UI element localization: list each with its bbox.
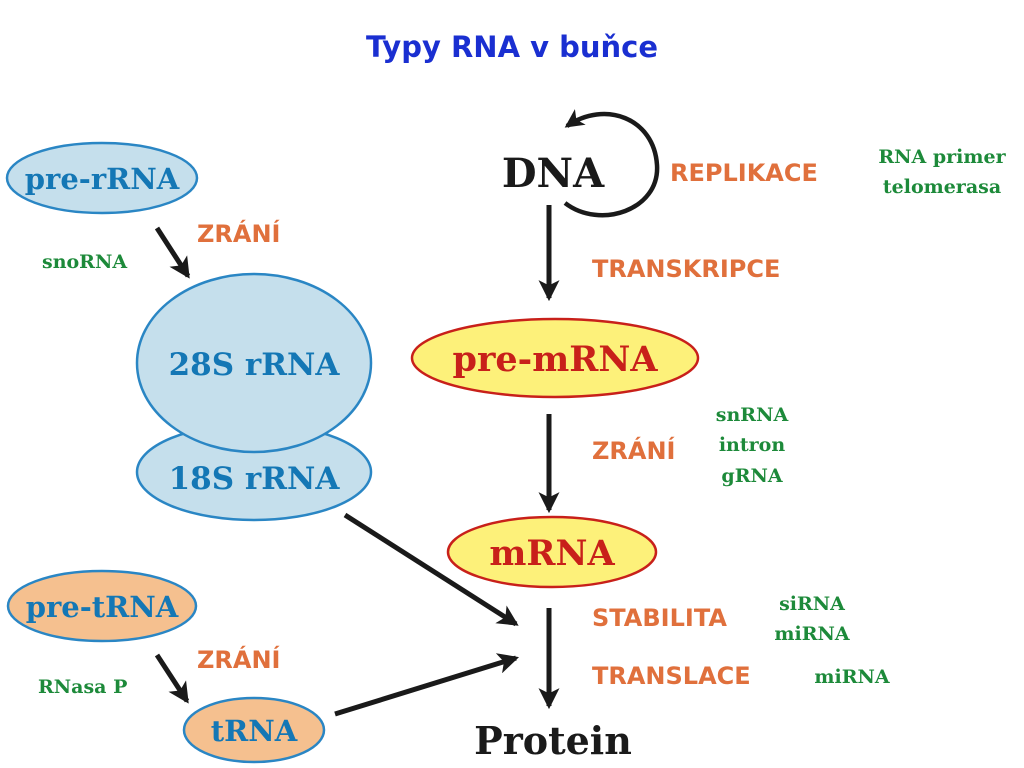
process-translace: TRANSLACE	[592, 662, 751, 690]
regulator-grna: gRNA	[721, 465, 782, 487]
dna-label: DNA	[502, 150, 605, 197]
rrna-28s-node: 28S rRNA	[135, 272, 373, 454]
page-title: Typy RNA v buňce	[366, 30, 658, 64]
regulator-mirna-translace: miRNA	[814, 666, 889, 688]
regulator-mirna-stabilita: miRNA	[774, 623, 849, 645]
process-zrani-mrna: ZRÁNÍ	[592, 436, 676, 465]
rrna-18s-label: 18S rRNA	[169, 461, 341, 497]
protein-label: Protein	[474, 718, 632, 763]
pre-trna-label: pre-tRNA	[26, 590, 179, 624]
regulator-telomerasa: telomerasa	[883, 176, 1001, 198]
mrna-label: mRNA	[489, 533, 615, 574]
trna-label: tRNA	[211, 714, 298, 748]
rrna-28s-label: 28S rRNA	[169, 347, 341, 383]
regulator-snrna: snRNA	[716, 404, 789, 426]
arrow-rrna-to-protein	[343, 512, 519, 627]
regulator-sirna: siRNA	[779, 593, 845, 615]
arrow-trna-to-protein	[334, 653, 520, 717]
process-stabilita: STABILITA	[592, 604, 727, 632]
mrna-node: mRNA	[446, 515, 658, 589]
pre-mrna-label: pre-mRNA	[453, 339, 659, 380]
regulator-rnasa-p: RNasa P	[38, 676, 127, 698]
process-transkripce: TRANSKRIPCE	[592, 255, 780, 283]
process-replikace: REPLIKACE	[670, 159, 818, 187]
trna-node: tRNA	[182, 696, 326, 764]
pre-rrna-node: pre-rRNA	[5, 141, 199, 215]
replication-loop-arrow	[563, 109, 660, 218]
pre-mrna-node: pre-mRNA	[410, 317, 700, 399]
pre-trna-node: pre-tRNA	[6, 569, 198, 643]
regulator-snorna: snoRNA	[42, 251, 127, 273]
pre-rrna-label: pre-rRNA	[25, 162, 180, 196]
regulator-rna-primer: RNA primer	[878, 146, 1006, 168]
regulator-intron: intron	[719, 434, 785, 456]
process-zrani-trna: ZRÁNÍ	[197, 645, 281, 674]
arrow-pre-rrna-to-rrna	[154, 226, 191, 279]
arrow-pre-trna-to-trna	[154, 653, 190, 704]
process-zrani-rrna: ZRÁNÍ	[197, 219, 281, 248]
